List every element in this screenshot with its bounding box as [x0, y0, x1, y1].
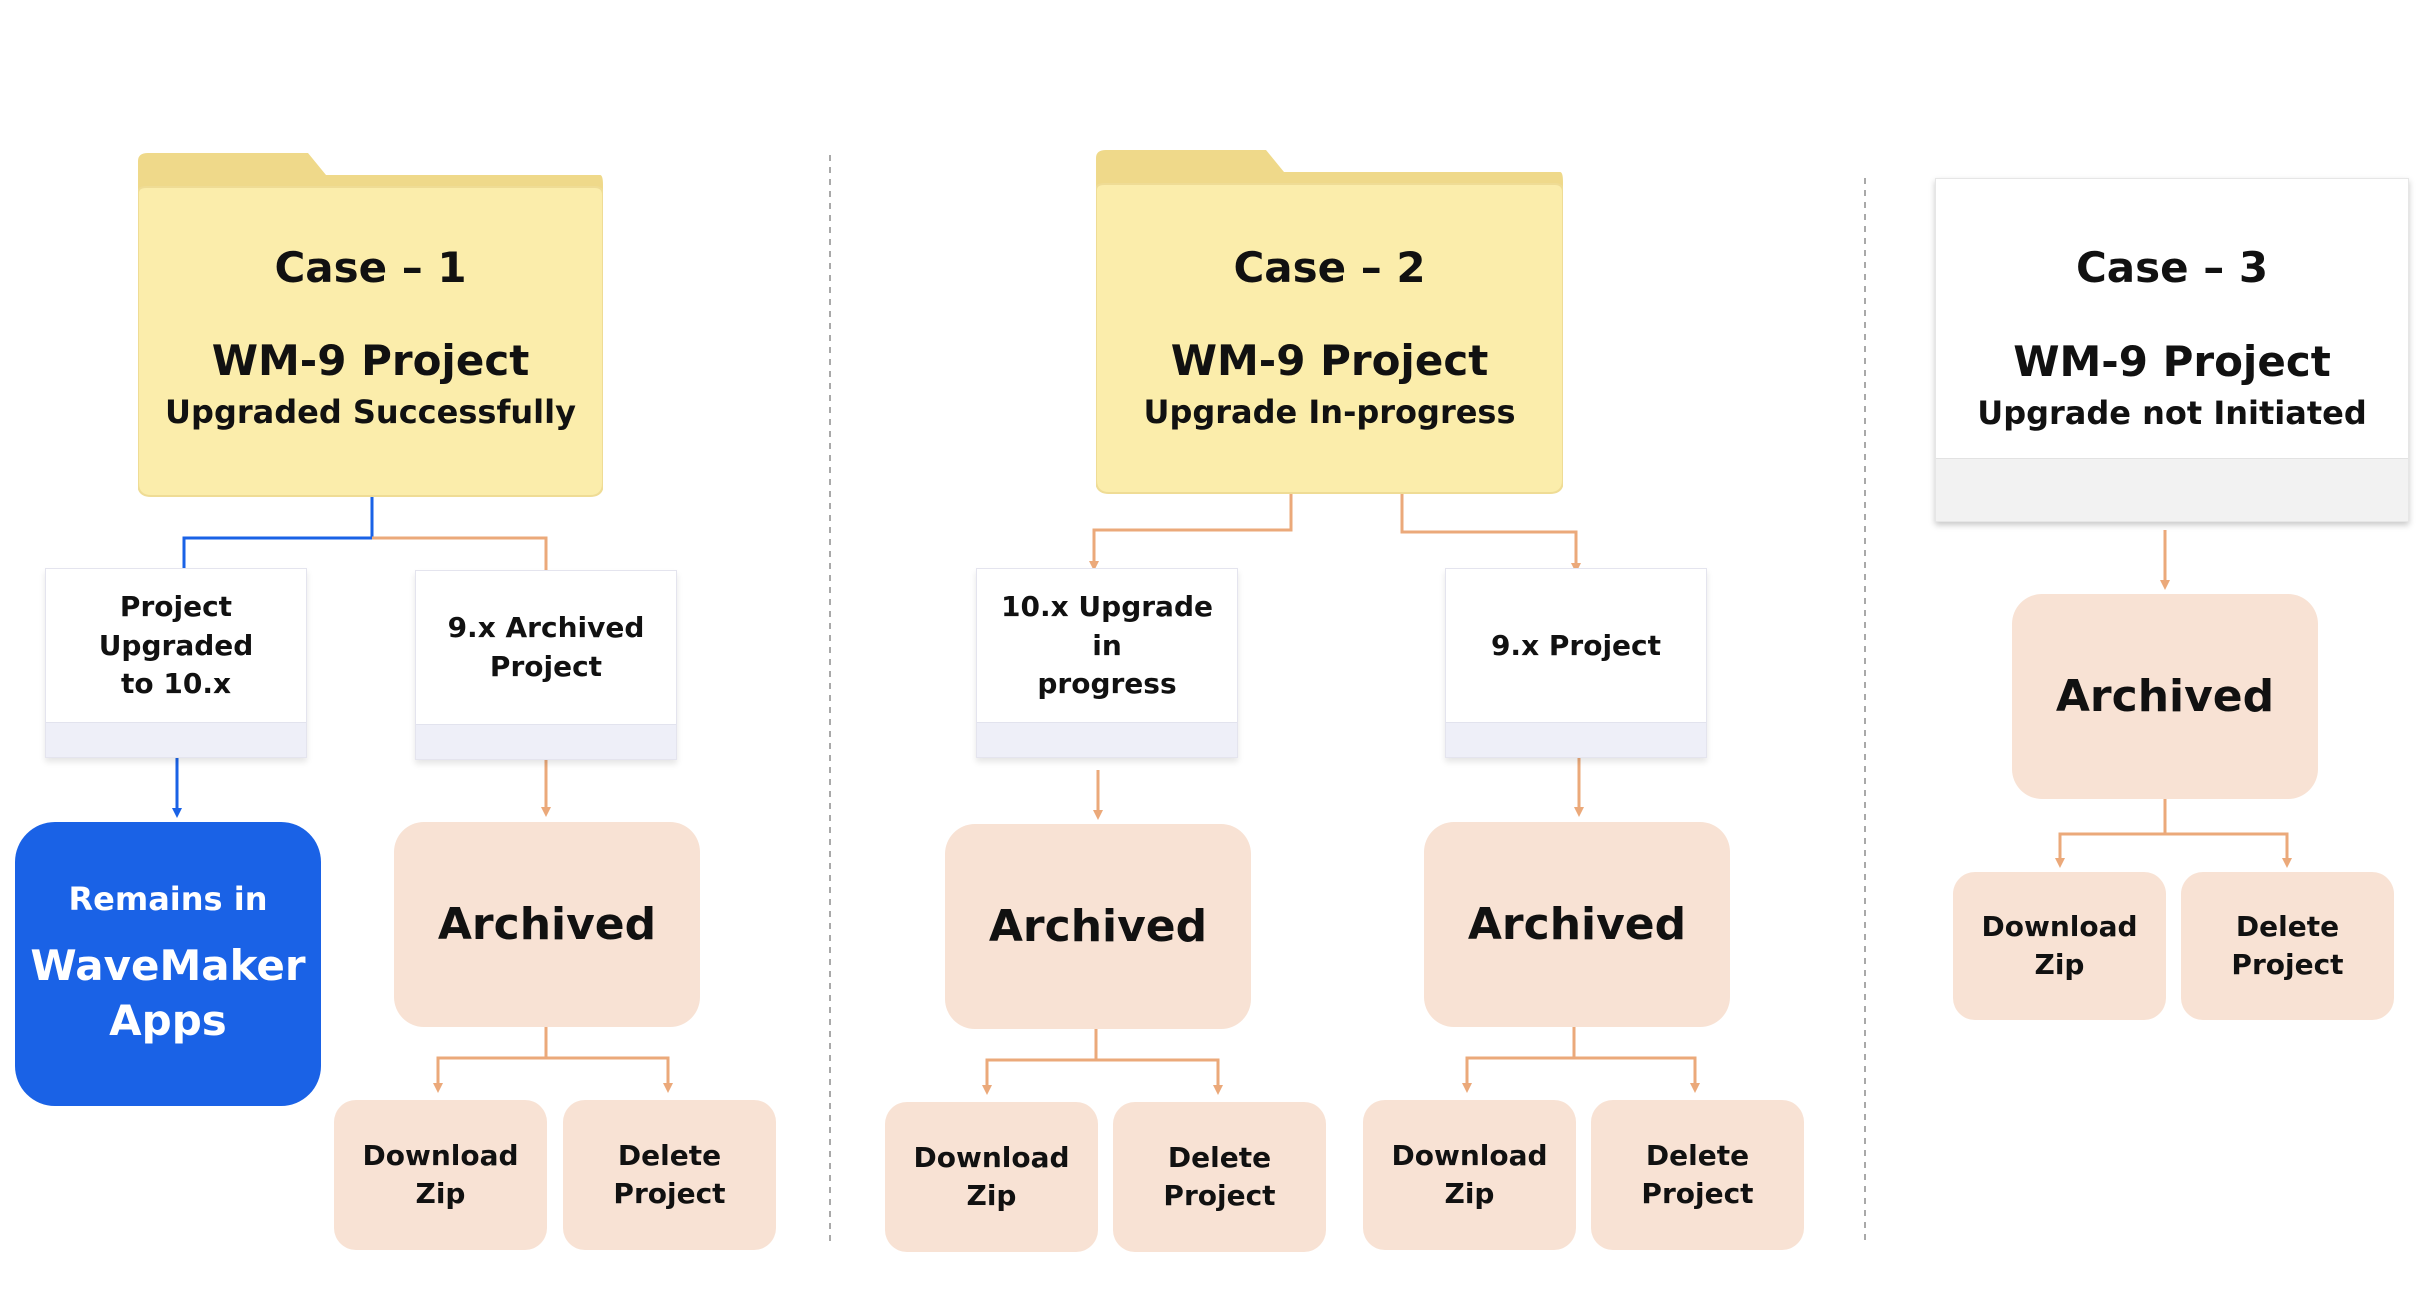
- arrow-case1-to-upgraded: [179, 496, 374, 579]
- case2-folder: Case – 2 WM-9 Project Upgrade In-progres…: [1096, 150, 1563, 496]
- delete-project-box: Delete Project: [563, 1100, 776, 1250]
- download-zip-label: Download Zip: [1391, 1139, 1548, 1210]
- card-footer: [416, 724, 676, 759]
- archived-project-card: 9.x Archived Project: [415, 570, 677, 760]
- download-zip-label: Download Zip: [913, 1141, 1070, 1212]
- case-label: Case – 2: [1233, 243, 1426, 292]
- 9x-project-card: 9.x Project: [1445, 568, 1707, 758]
- delete-project-box: Delete Project: [1113, 1102, 1326, 1252]
- status-label: Upgrade not Initiated: [1977, 394, 2367, 432]
- remains-in-wavemaker-apps: Remains in WaveMaker Apps: [15, 822, 321, 1106]
- download-zip-box: Download Zip: [334, 1100, 547, 1250]
- box-footer: [1936, 458, 2408, 521]
- remains-line1: Remains in: [68, 879, 268, 918]
- archived-box: Archived: [394, 822, 700, 1027]
- card-label: 10.x Upgrade in progress: [1001, 590, 1213, 701]
- folder-icon: [1096, 150, 1563, 494]
- project-label: WM-9 Project: [211, 336, 530, 385]
- upgrade-in-progress-card: 10.x Upgrade in progress: [976, 568, 1238, 758]
- case1-folder: Case – 1 WM-9 Project Upgraded Successfu…: [138, 153, 603, 499]
- card-label: 9.x Archived Project: [447, 611, 645, 683]
- delete-project-label: Delete Project: [2231, 910, 2344, 981]
- delete-project-label: Delete Project: [613, 1139, 726, 1210]
- archived-box: Archived: [945, 824, 1251, 1029]
- card-footer: [1446, 722, 1706, 757]
- arrow-archived1-split: [433, 1021, 548, 1093]
- folder-icon: [138, 153, 603, 497]
- arrow-case2-to-upgrade-card: [1089, 490, 1293, 571]
- upgraded-card: Project Upgraded to 10.x: [45, 568, 307, 758]
- delete-project-box: Delete Project: [2181, 872, 2394, 1020]
- status-label: Upgrade In-progress: [1143, 393, 1516, 431]
- remains-line2: WaveMaker Apps: [30, 940, 306, 1045]
- delete-project-label: Delete Project: [1641, 1139, 1754, 1210]
- card-label: 9.x Project: [1490, 628, 1662, 662]
- download-zip-label: Download Zip: [362, 1139, 519, 1210]
- archived-box: Archived: [1424, 822, 1730, 1027]
- project-label: WM-9 Project: [1170, 336, 1489, 385]
- status-label: Upgraded Successfully: [165, 393, 576, 431]
- card-footer: [977, 722, 1237, 757]
- card-label: Project Upgraded to 10.x: [98, 590, 254, 701]
- download-zip-box: Download Zip: [1953, 872, 2166, 1020]
- case3-box: Case – 3 WM-9 Project Upgrade not Initia…: [1935, 178, 2409, 522]
- archived-box: Archived: [2012, 594, 2318, 799]
- download-zip-box: Download Zip: [1363, 1100, 1576, 1250]
- delete-project-box: Delete Project: [1591, 1100, 1804, 1250]
- case-label: Case – 3: [2075, 243, 2269, 292]
- case-label: Case – 1: [274, 243, 467, 292]
- arrow-case2-to-9x-card: [1400, 490, 1581, 573]
- arrow-case1-to-archived-card: [372, 536, 551, 581]
- project-label: WM-9 Project: [2013, 337, 2331, 386]
- download-zip-box: Download Zip: [885, 1102, 1098, 1252]
- download-zip-label: Download Zip: [1981, 910, 2138, 981]
- card-footer: [46, 722, 306, 757]
- delete-project-label: Delete Project: [1163, 1141, 1276, 1212]
